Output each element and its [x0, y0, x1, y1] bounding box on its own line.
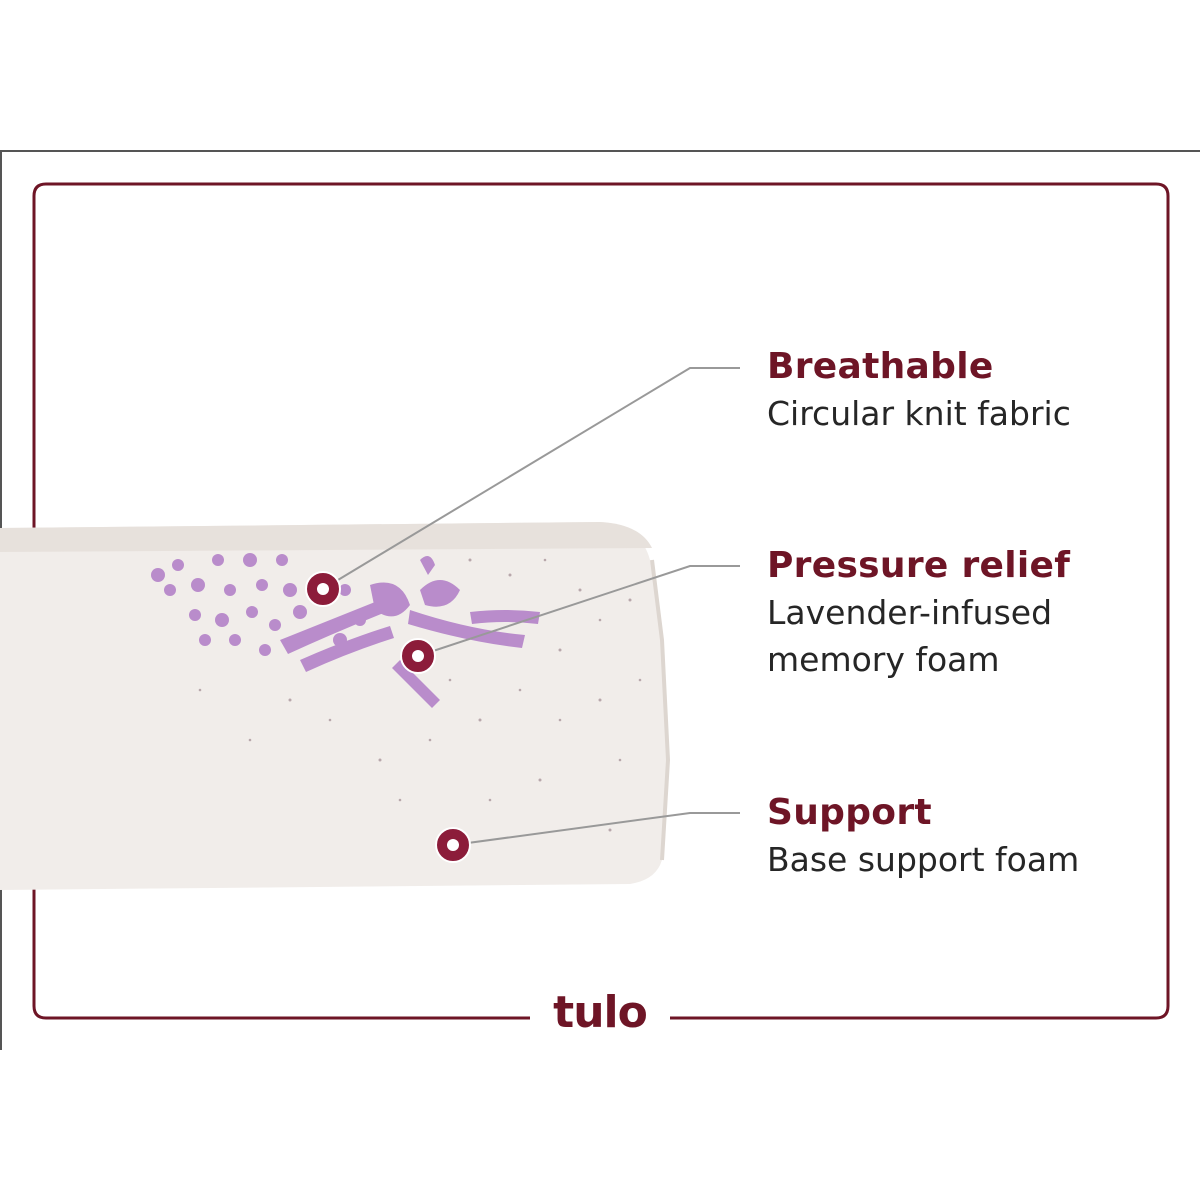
lavender-flower-graphic	[151, 553, 540, 708]
callout-support: Support Base support foam	[767, 790, 1079, 883]
callout-desc: Lavender-infused	[767, 593, 1053, 632]
tulo-logo: tulo	[532, 985, 668, 1041]
target-marker-icon-support	[435, 827, 471, 863]
target-marker-icon-pressure	[400, 638, 436, 674]
leader-line-pressure	[417, 565, 740, 657]
callout-title: Support	[767, 792, 932, 833]
target-marker-icon-breathable	[305, 571, 341, 607]
callout-pressure-relief: Pressure relief Lavender-infused memory …	[767, 543, 1070, 683]
callout-desc: Circular knit fabric	[767, 394, 1071, 433]
leader-line-support	[452, 812, 740, 846]
callout-desc: memory foam	[767, 640, 1000, 679]
frame-border	[32, 182, 1170, 1020]
callout-breathable: Breathable Circular knit fabric	[767, 344, 1071, 437]
leader-line-breathable	[322, 367, 740, 590]
callout-title: Breathable	[767, 346, 994, 387]
callout-desc: Base support foam	[767, 840, 1080, 879]
callout-title: Pressure relief	[767, 545, 1071, 586]
